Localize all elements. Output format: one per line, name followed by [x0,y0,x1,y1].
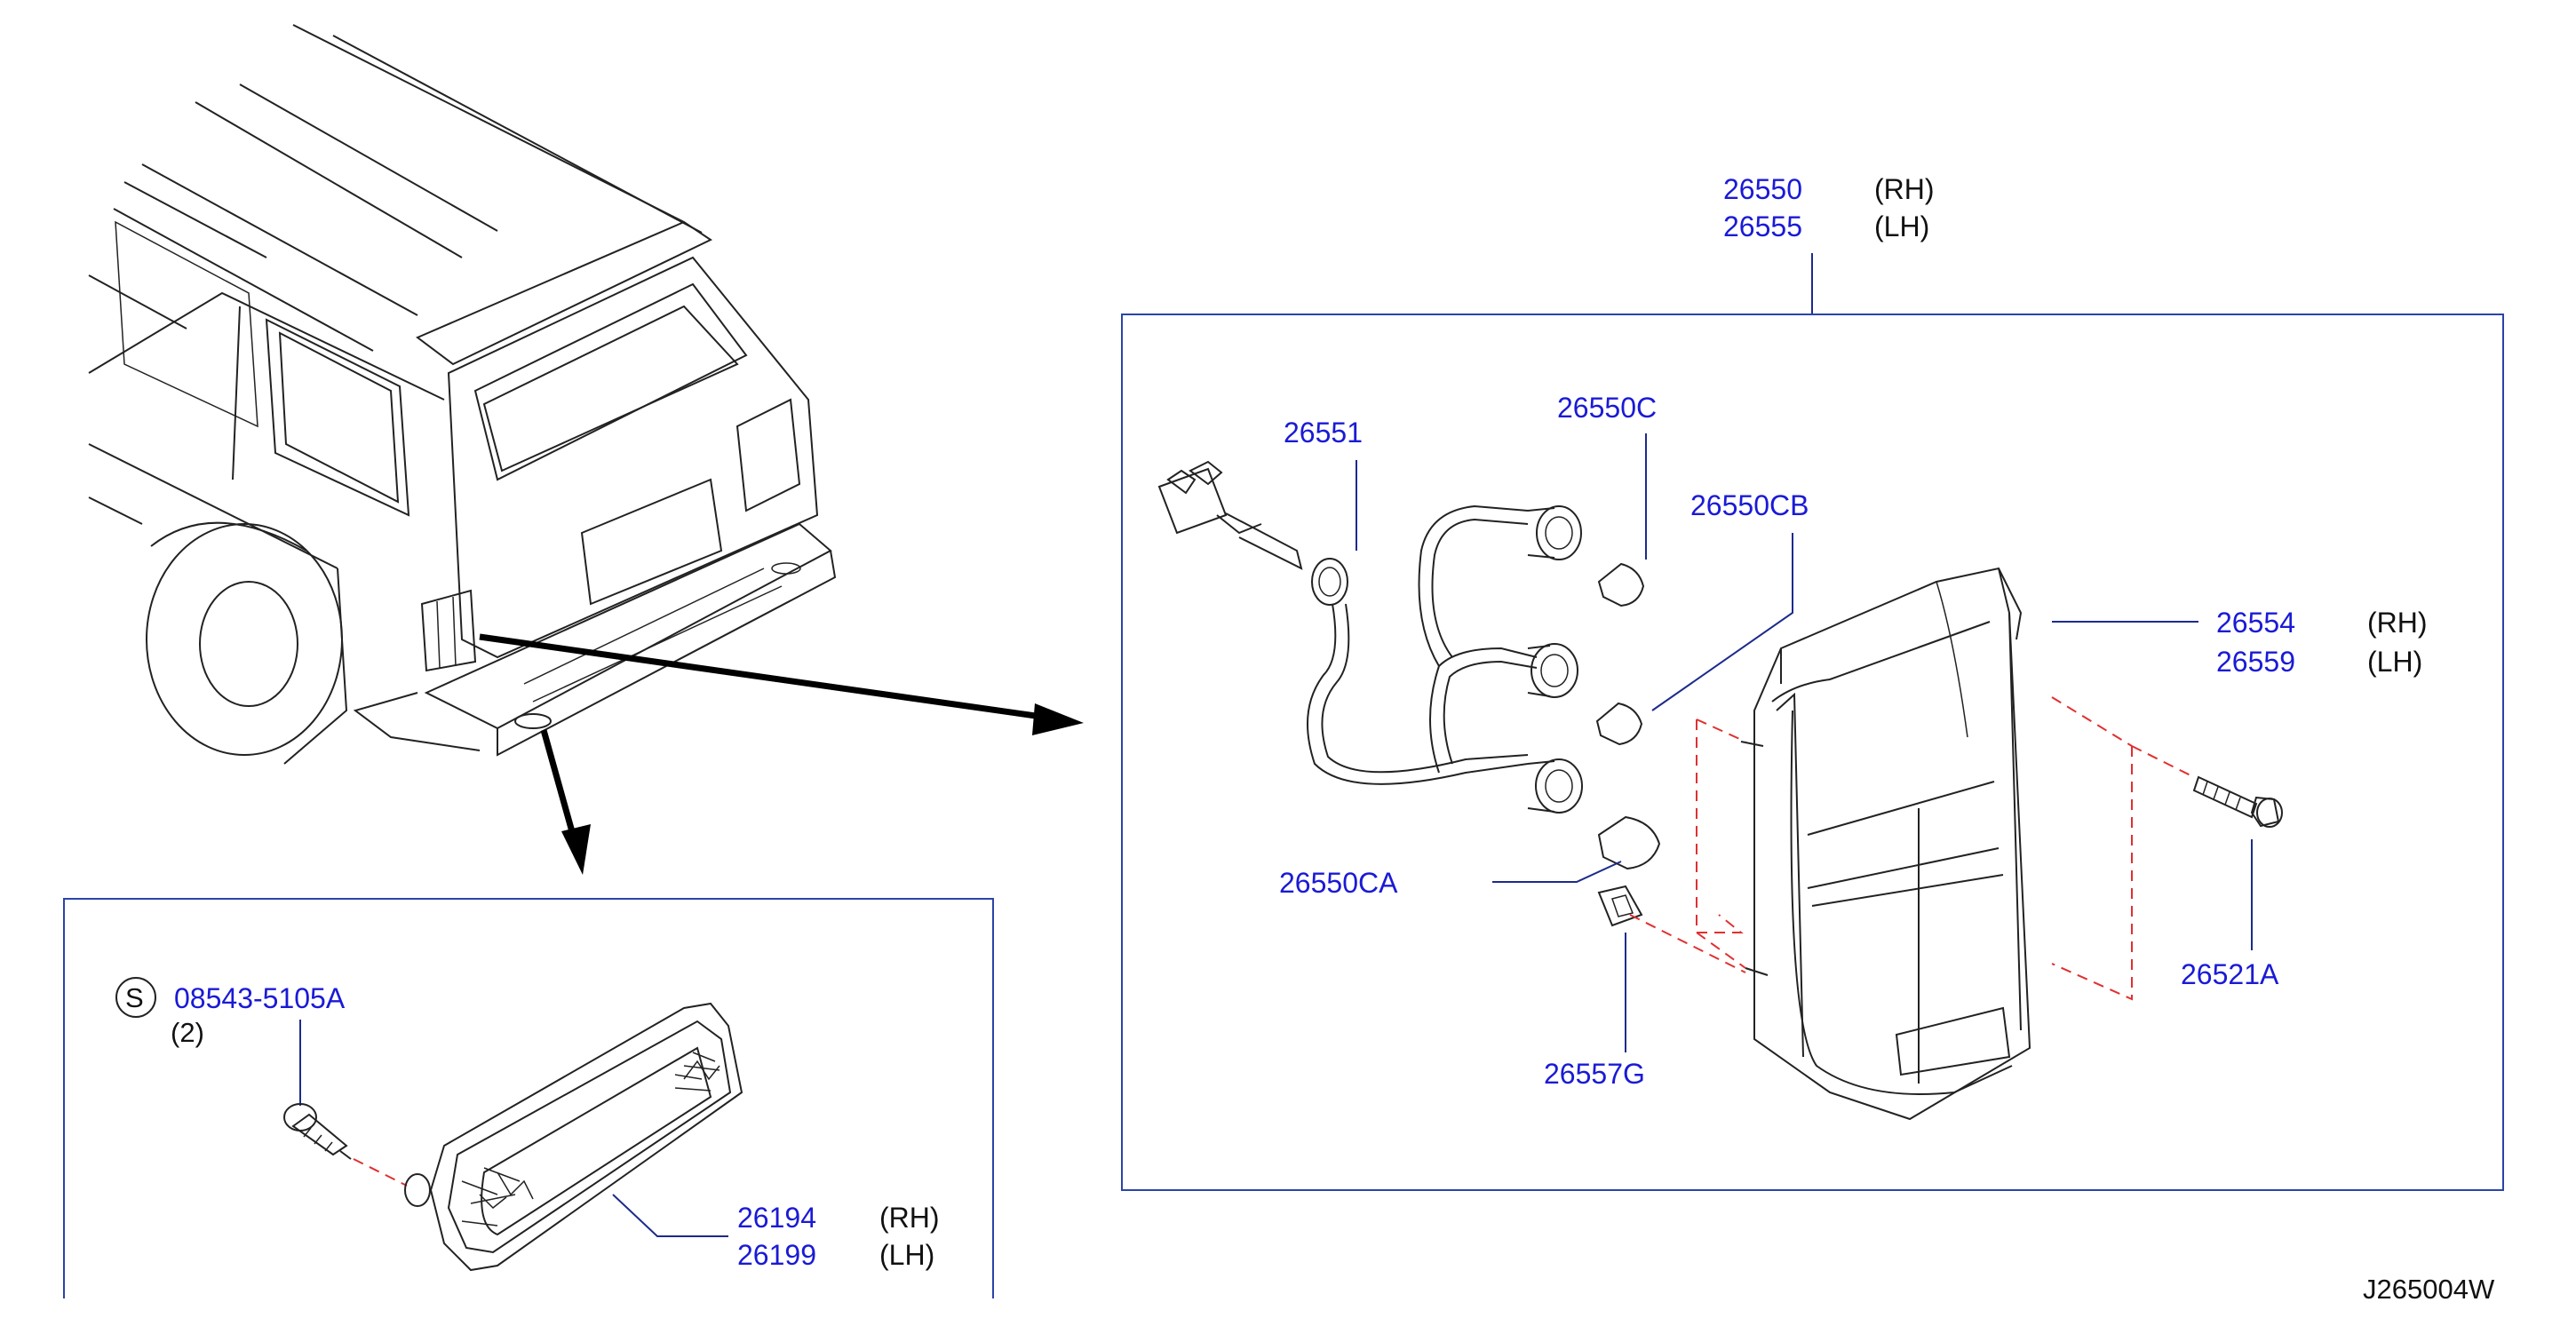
screw-symbol: S [125,982,144,1013]
vehicle-illustration [88,24,837,765]
bumper-lamp-box [63,898,994,1298]
part-26557g[interactable]: 26557G [1544,1058,1645,1090]
side-lh-label: (LH) [879,1239,934,1271]
side-lh-label: (LH) [2367,646,2422,678]
part-08543-5105a[interactable]: 08543-5105A [174,982,346,1014]
part-26550c[interactable]: 26550C [1557,392,1657,424]
bulbs [1595,562,1661,870]
part-26194[interactable]: 26194 [737,1202,816,1234]
bumper-lamp [404,1002,743,1272]
part-26550cb[interactable]: 26550CB [1690,489,1809,521]
wiring-harness [1157,460,1538,785]
screw-qty: (2) [171,1017,204,1048]
part-26555[interactable]: 26555 [1723,210,1802,242]
diagram-code: J265004W [2363,1274,2495,1305]
part-26550[interactable]: 26550 [1723,173,1802,205]
tail-lamp-lens [1740,567,2031,1121]
lamp-clip [1597,885,1643,927]
part-26550ca[interactable]: 26550CA [1279,867,1398,899]
part-26521a[interactable]: 26521A [2181,958,2279,990]
part-26551[interactable]: 26551 [1284,417,1363,449]
side-rh-label: (RH) [2367,607,2428,639]
side-lh-label: (LH) [1874,210,1929,242]
side-rh-label: (RH) [879,1202,940,1234]
part-26554[interactable]: 26554 [2216,607,2295,639]
part-26559[interactable]: 26559 [2216,646,2295,678]
part-26199[interactable]: 26199 [737,1239,816,1271]
alignment-guides [1629,696,2195,1001]
tail-lamp-assembly-box [1121,314,2504,1191]
screw-08543 [283,1103,352,1160]
pointer-arrows [479,633,1084,875]
bumper-lamp-callouts: S 08543-5105A (2) 26194 (RH) 26199 (LH) [115,977,940,1271]
tail-lamp-assembly-callout: 26550 (RH) 26555 (LH) [1723,173,1935,314]
screw-symbol-icon [115,977,156,1018]
callouts: 26551 26550C 26550CB 26550CA 26557G 2655… [1279,392,2428,1090]
bolt-26521a [2192,775,2283,828]
side-rh-label: (RH) [1874,173,1935,205]
bulb-sockets [1527,505,1583,814]
